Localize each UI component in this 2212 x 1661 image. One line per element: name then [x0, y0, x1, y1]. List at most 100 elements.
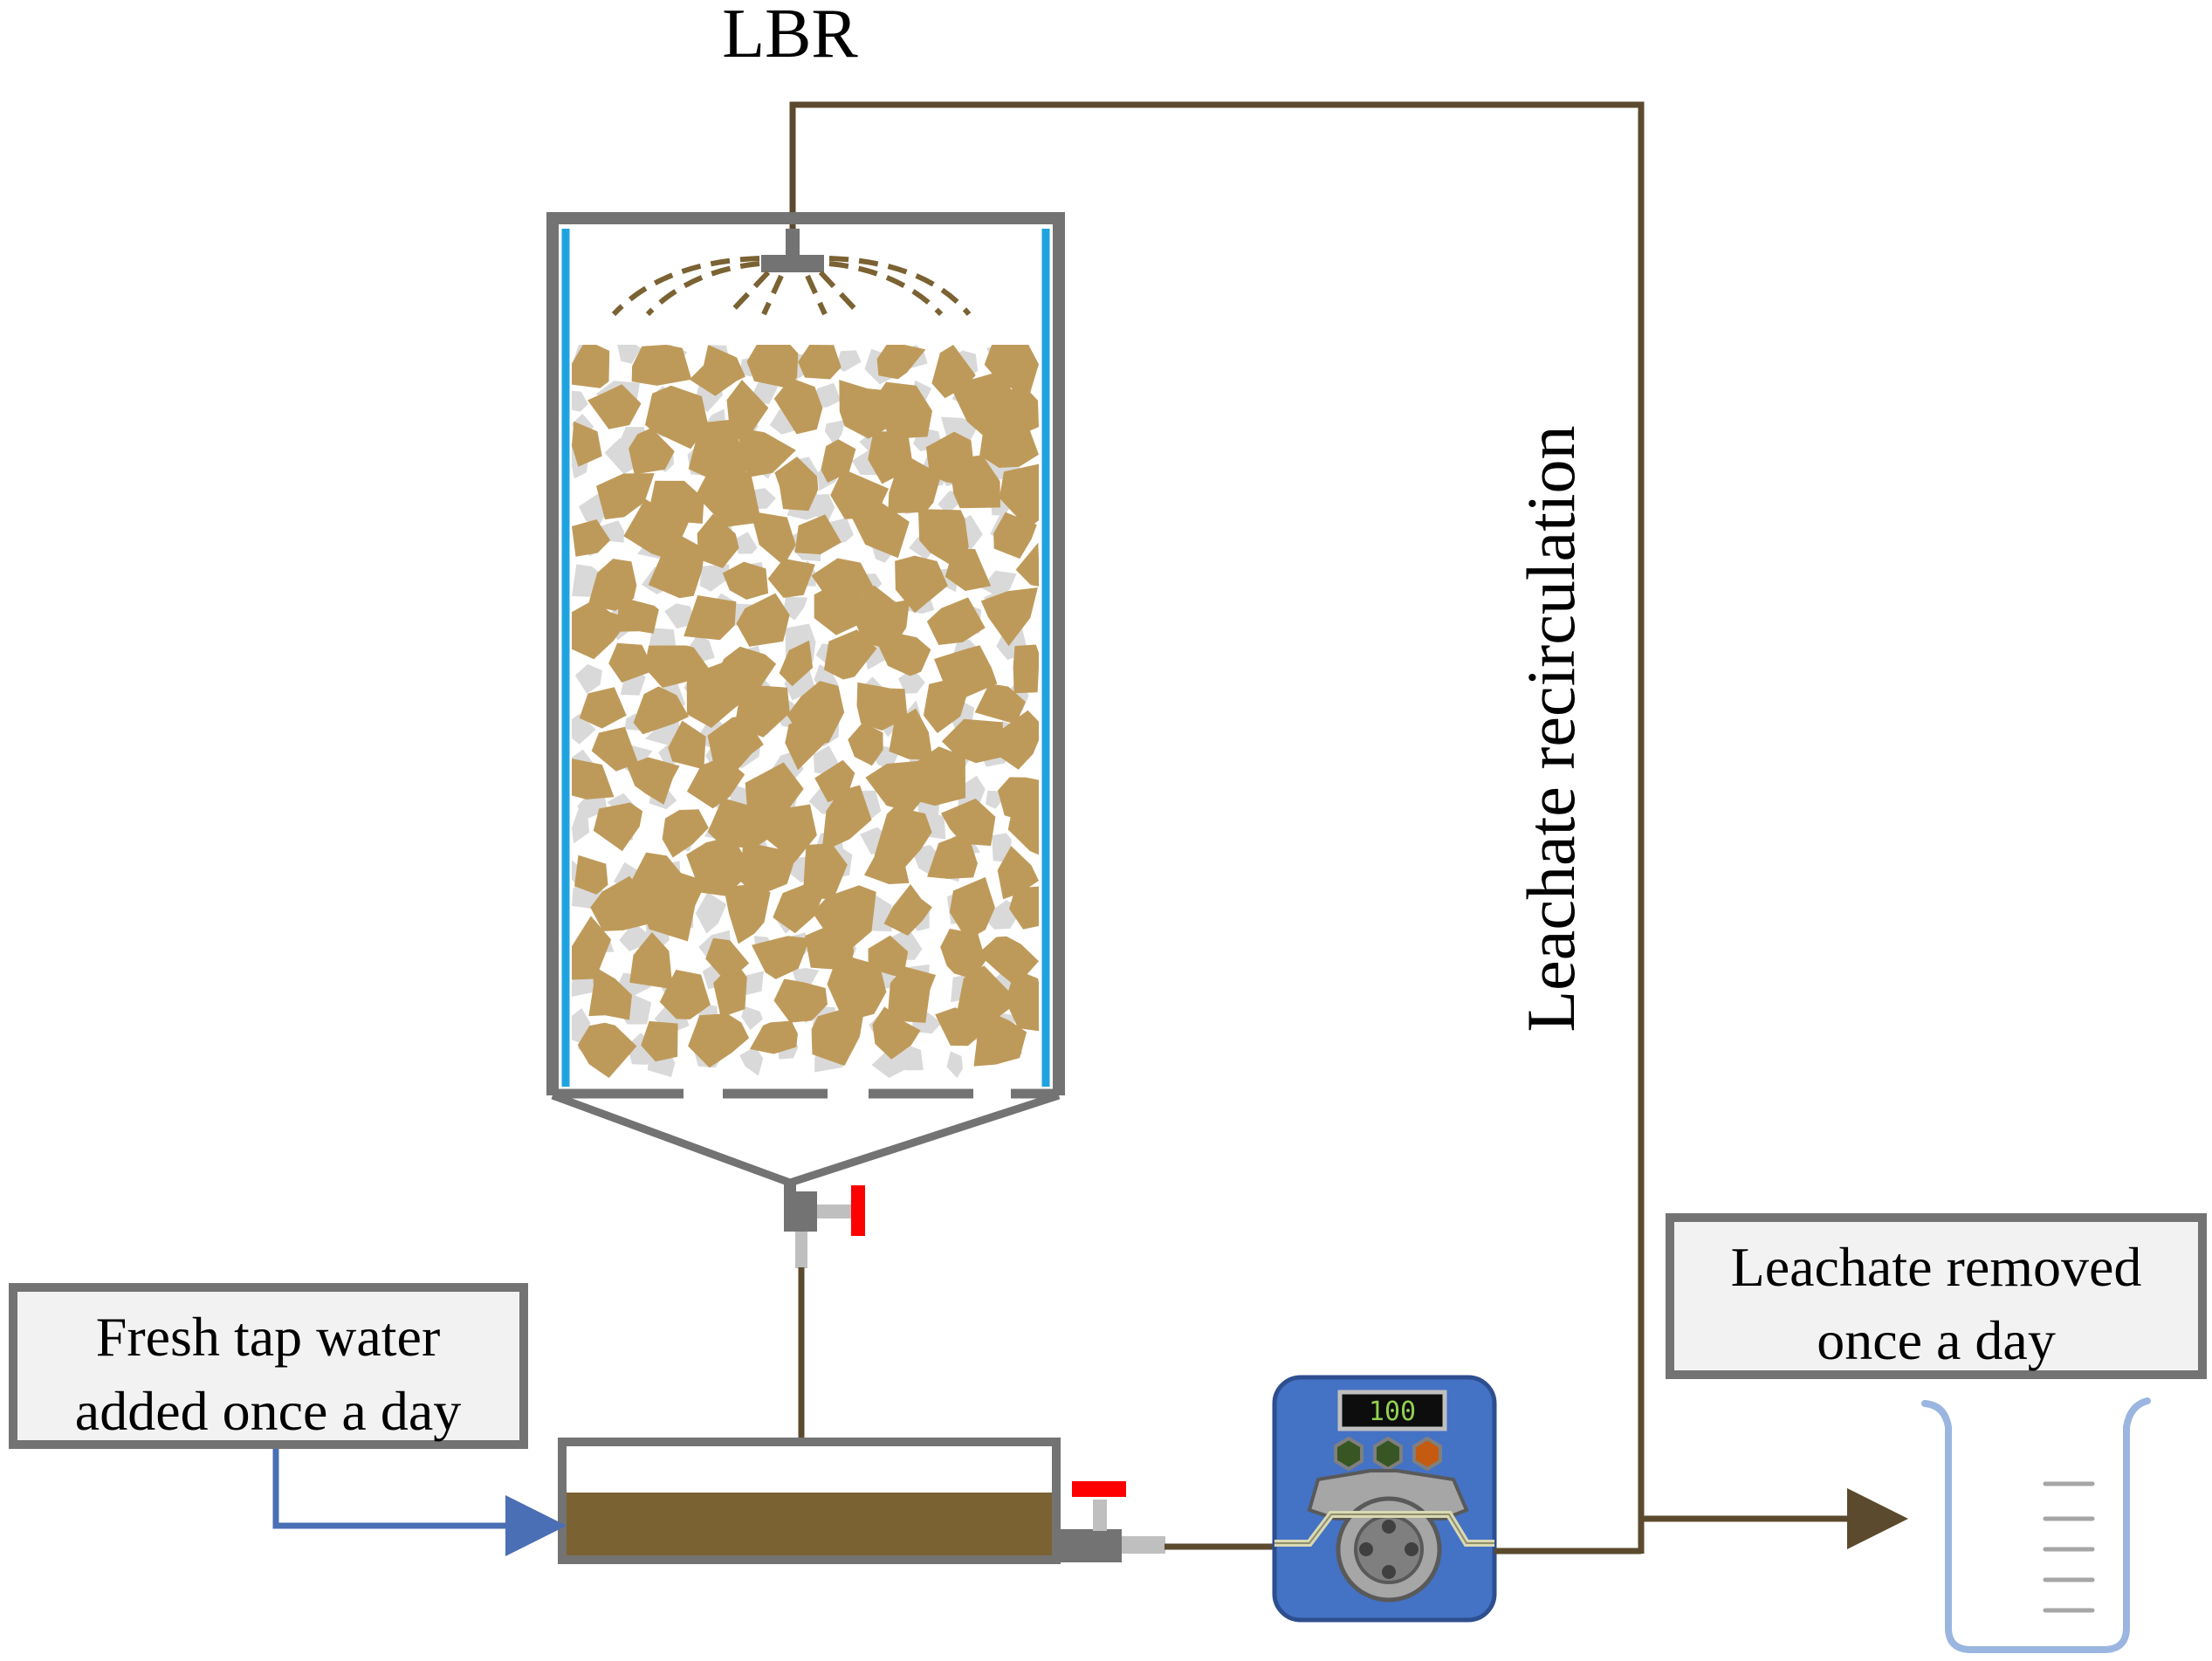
filler-fragment — [807, 494, 835, 521]
waste-fragment — [659, 970, 711, 1019]
pump-button-green-2[interactable] — [1373, 1436, 1403, 1472]
waste-fragment — [722, 561, 769, 600]
peristaltic-pump-icon[interactable]: 100 — [1272, 1375, 1497, 1623]
valve-icon[interactable] — [1072, 1481, 1126, 1497]
filler-fragment — [574, 663, 602, 694]
filler-fragment — [895, 1046, 924, 1071]
waste-fragment — [887, 966, 937, 1023]
filler-fragment — [572, 808, 590, 844]
waste-fragment — [572, 345, 610, 388]
waste-fragment — [949, 876, 995, 941]
waste-fragment — [802, 843, 848, 900]
waste-fragment — [848, 585, 910, 650]
fresh-water-box: Fresh tap water added once a day — [9, 1283, 528, 1449]
leachate-tank — [558, 1438, 1061, 1564]
waste-fragment — [877, 633, 931, 676]
filler-fragment — [572, 713, 596, 745]
waste-fragment — [927, 832, 978, 879]
waste-fragment — [688, 1013, 750, 1068]
waste-fragment — [888, 452, 943, 514]
filler-fragment — [695, 892, 727, 934]
waste-fragment — [794, 514, 842, 555]
filler-fragment — [572, 390, 588, 412]
waste-fragment — [974, 683, 1026, 724]
filler-fragment — [739, 1046, 764, 1076]
waste-fragment — [587, 559, 637, 611]
waste-fragment — [736, 427, 796, 477]
pump-display — [1337, 1390, 1447, 1431]
waste-fragment — [779, 640, 814, 687]
waste-fragment — [668, 720, 706, 770]
filler-fragment — [946, 1051, 964, 1078]
filler-fragment — [981, 570, 1017, 597]
waste-fragment — [941, 798, 996, 847]
pump-button-orange[interactable] — [1412, 1436, 1442, 1472]
waste-fragment — [707, 798, 778, 849]
waste-fragment — [740, 841, 798, 896]
waste-fragment — [979, 409, 1039, 468]
waste-fragment — [689, 345, 745, 396]
waste-fragment — [811, 1006, 865, 1067]
waste-fragment — [629, 932, 673, 990]
waste-fragment — [1015, 542, 1039, 587]
waste-fragment — [745, 762, 804, 826]
waste-fragment — [686, 756, 745, 809]
waste-fragment — [713, 960, 747, 1018]
waste-fragment — [750, 1020, 798, 1054]
waste-fragment — [629, 428, 675, 475]
waste-fragment — [993, 511, 1037, 559]
waste-fragment — [864, 842, 910, 884]
waste-fragment — [997, 846, 1039, 900]
waste-fragment — [773, 377, 823, 435]
pump-display-value: 100 — [1369, 1397, 1416, 1427]
waste-fragment — [723, 884, 771, 944]
waste-fragment — [1007, 798, 1039, 855]
waste-fragment — [641, 1020, 678, 1062]
filler-fragment — [836, 350, 862, 372]
waste-fragment — [631, 345, 692, 386]
fresh-water-line-2: added once a day — [75, 1380, 461, 1442]
leachate-removed-line-1: Leachate removed — [1731, 1236, 2142, 1298]
waste-fragment — [856, 682, 908, 731]
reactor-title: LBR — [722, 0, 858, 72]
waste-fragment — [746, 345, 799, 388]
waste-fragment — [750, 511, 796, 566]
pump-button-green-1[interactable] — [1334, 1436, 1364, 1472]
waste-fragment — [957, 965, 1020, 1026]
waste-fragment — [697, 513, 739, 568]
beaker-icon — [1921, 1397, 2151, 1653]
waste-fragment — [572, 519, 611, 557]
waste-fragment — [579, 687, 627, 729]
waste-fragment — [773, 884, 824, 934]
waste-fragment — [999, 463, 1039, 529]
filler-fragment — [699, 564, 730, 592]
waste-fragment — [940, 929, 986, 979]
waste-fragment — [805, 923, 855, 970]
waste-fragment — [798, 345, 842, 380]
waste-fragment — [590, 875, 651, 931]
sprinkler-icon — [611, 229, 972, 317]
waste-fragment — [767, 558, 815, 598]
waste-fragment — [823, 629, 877, 680]
waste-fragment — [980, 587, 1038, 647]
filler-fragment — [733, 532, 758, 554]
waste-fragment — [872, 1006, 921, 1060]
tank-outlet-valve[interactable] — [1056, 1481, 1165, 1562]
waste-fragment — [608, 642, 655, 683]
waste-fragment — [593, 802, 643, 852]
recirculation-pipe — [789, 101, 1645, 1554]
waste-fragment — [763, 804, 817, 862]
waste-fragment — [903, 746, 965, 806]
filler-fragment — [741, 1006, 763, 1030]
waste-fragment — [633, 686, 690, 735]
waste-fragment — [688, 420, 753, 483]
waste-fragment — [1009, 886, 1039, 930]
waste-fragment — [588, 965, 632, 1020]
valve-icon[interactable] — [851, 1185, 865, 1236]
waste-fragment — [926, 597, 986, 645]
waste-fragment — [895, 555, 948, 614]
reactor-wall — [546, 212, 1065, 1095]
waste-fragment — [572, 421, 602, 467]
reactor-outlet-valve[interactable] — [784, 1183, 865, 1268]
